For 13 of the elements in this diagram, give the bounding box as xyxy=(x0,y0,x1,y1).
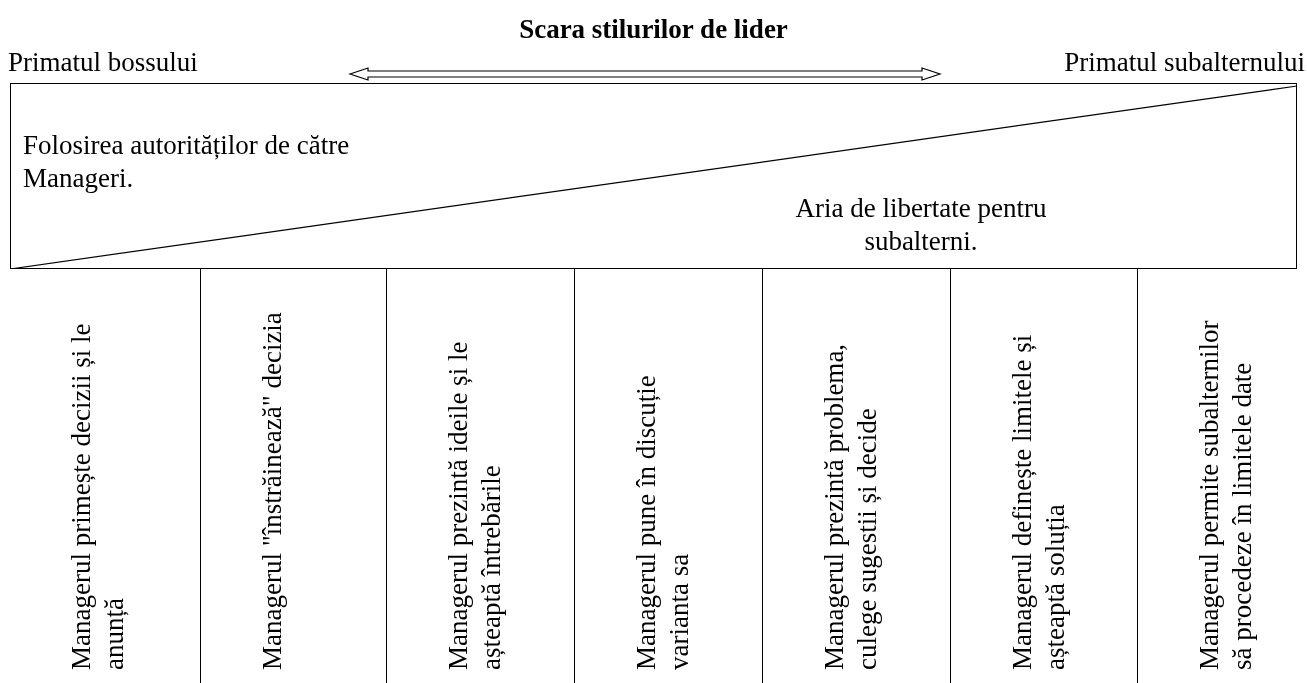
column-text: Managerul pune în discuție varianta sa xyxy=(630,374,695,670)
column-text: Managerul primește decizii și le anunță xyxy=(65,322,130,670)
double-arrow xyxy=(348,67,942,81)
column-text: Managerul prezintă ideile și le așteaptă întrebările xyxy=(442,340,507,670)
scale-end-label: Primatul bossului xyxy=(8,46,350,82)
column-text: Managerul definește limitele și așteaptă soluția xyxy=(1006,333,1071,670)
area-text: Aria de libertate pentru subalterni. xyxy=(794,192,1048,258)
title: Scara stilurilor de lider xyxy=(519,14,788,44)
column-text: Managerul permite subalternilor să procedeze în limitele date xyxy=(1193,319,1258,670)
column-text: Managerul "înstrăinează" decizia xyxy=(256,311,288,670)
area-text: Folosirea autorităților de către Manageri. xyxy=(23,129,351,195)
column-text: Managerul prezintă problema, culege sugestii și decide xyxy=(818,342,883,670)
scale-end-label: Primatul subalternului xyxy=(940,46,1305,82)
